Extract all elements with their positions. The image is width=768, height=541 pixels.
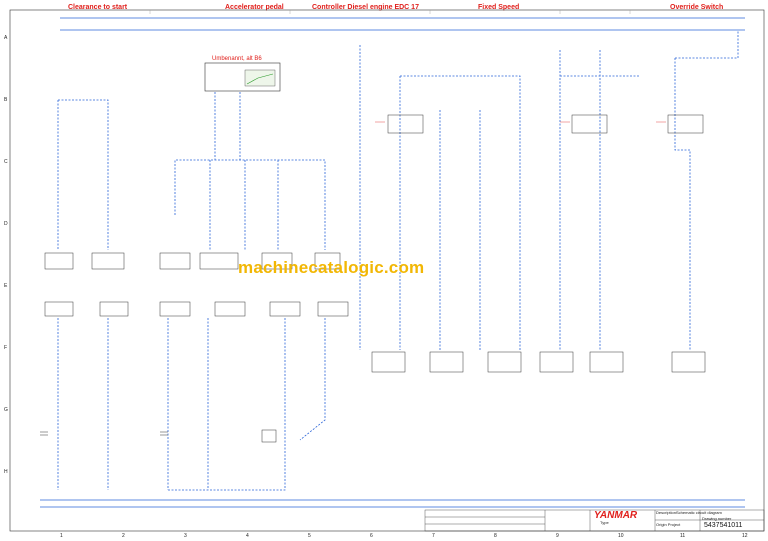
sensor-graph [244, 69, 276, 87]
row-letter: E [4, 283, 8, 289]
drawing-number-label: Drawing number [702, 516, 732, 521]
engine-ecu-modules [44, 252, 706, 373]
description-label: Description: [656, 510, 678, 515]
row-letter: C [4, 159, 8, 165]
origin-project: Origin Project [656, 522, 681, 527]
type-label: Type [600, 520, 609, 525]
watermark: machinecatalogic.com [238, 258, 425, 277]
column-number: 4 [246, 533, 249, 539]
column-number: 12 [742, 533, 748, 539]
section-title-override: Override Switch [670, 4, 724, 11]
title-block-grid [424, 509, 765, 532]
row-letter: B [4, 97, 8, 103]
column-number: 11 [680, 533, 686, 539]
section-title-controller: Controller Diesel engine EDC 17 [312, 4, 419, 11]
section-title-accelerator: Accelerator pedal [225, 4, 284, 11]
column-number: 8 [494, 533, 497, 539]
row-letter: F [4, 345, 8, 351]
column-number: 3 [184, 533, 187, 539]
column-number: 2 [122, 533, 125, 539]
column-number: 7 [432, 533, 435, 539]
description-text: Schematic circuit diagram [676, 510, 722, 515]
switch-blocks [261, 114, 704, 443]
row-letter: H [4, 469, 8, 475]
column-number: 10 [618, 533, 624, 539]
section-title-clearance: Clearance to start [68, 4, 128, 11]
section-dividers [149, 10, 631, 14]
column-number: 6 [370, 533, 373, 539]
row-letter: G [4, 407, 8, 413]
ground-symbols [40, 431, 168, 436]
wires-fixed-speed [359, 45, 640, 350]
column-number: 9 [556, 533, 559, 539]
column-number: 5 [308, 533, 311, 539]
column-number: 1 [60, 533, 63, 539]
row-letter: D [4, 221, 8, 227]
section-title-fixed-speed: Fixed Speed [478, 4, 520, 11]
row-letter: A [4, 35, 8, 41]
wires-accelerator [167, 92, 326, 491]
drawing-number: 5437541011 [704, 522, 743, 529]
wires-clearance [57, 99, 109, 490]
frame-border [9, 9, 765, 532]
component-label: Umbenannt, alt B6 [212, 56, 262, 62]
brand-logo: YANMAR [594, 510, 638, 521]
wires-override [674, 30, 739, 350]
